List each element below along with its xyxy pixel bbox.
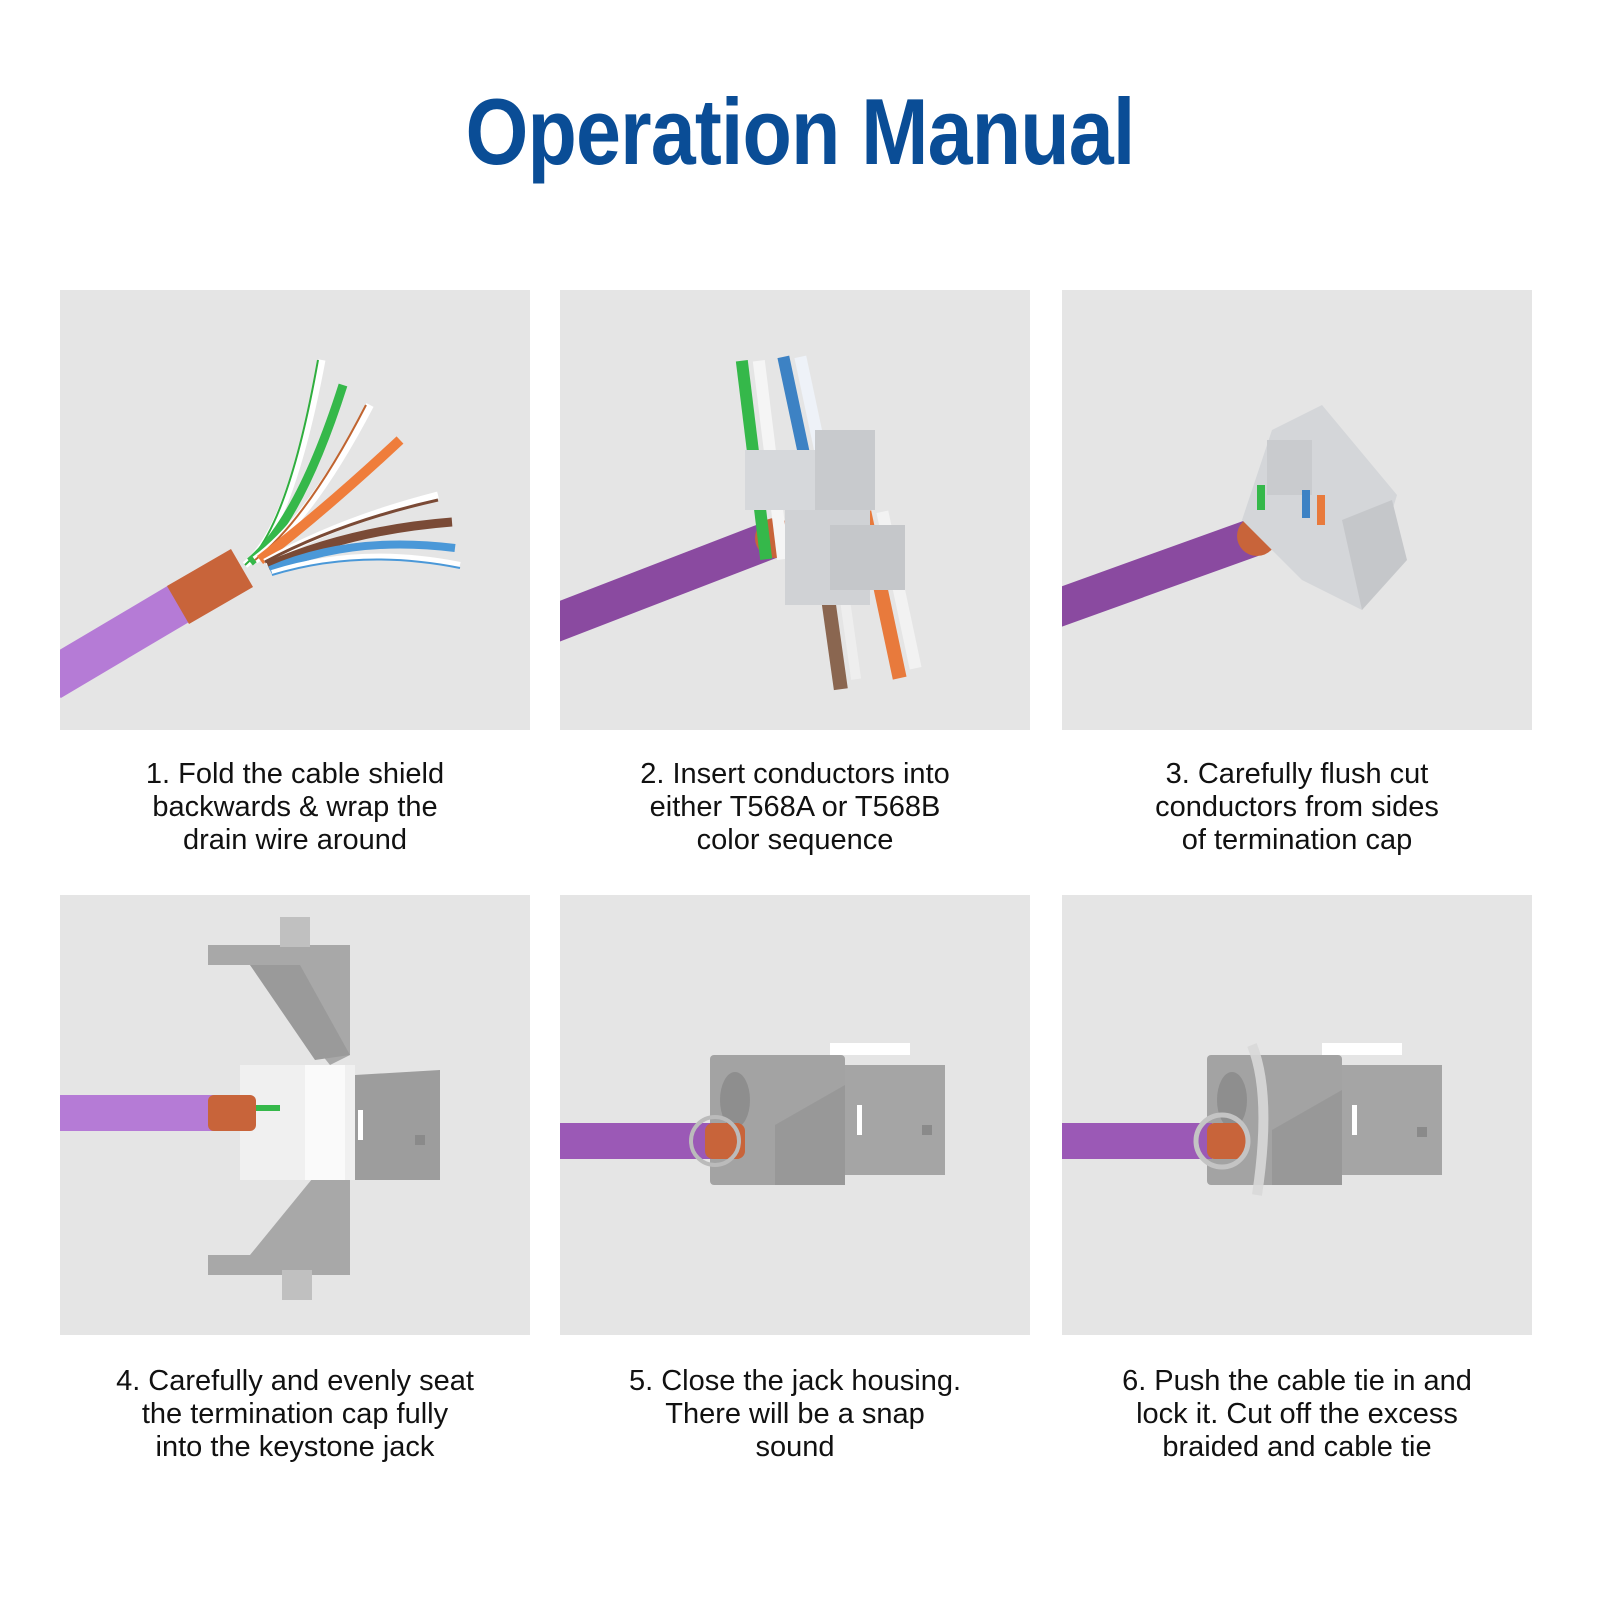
step-2-caption: 2. Insert conductors into either T568A o… — [560, 758, 1030, 857]
closed-jack-illustration — [560, 1043, 945, 1185]
step-6-caption: 6. Push the cable tie in and lock it. Cu… — [1062, 1365, 1532, 1464]
step-6-image — [1062, 895, 1532, 1335]
step-3-caption: 3. Carefully flush cut conductors from s… — [1062, 758, 1532, 857]
cable-tie-jack-illustration — [1062, 1043, 1442, 1196]
step-4-image — [60, 895, 530, 1335]
caption-line: braided and cable tie — [1162, 1431, 1432, 1463]
caption-line: drain wire around — [182, 824, 408, 856]
step-1-image — [60, 290, 530, 730]
caption-line: into the keystone jack — [155, 1431, 435, 1463]
caption-line: 6. Push the cable tie in and — [1122, 1365, 1472, 1397]
flush-cut-cap-illustration — [1062, 405, 1407, 627]
open-keystone-jack-illustration — [60, 917, 440, 1300]
caption-line: 5. Close the jack housing. — [628, 1365, 962, 1397]
caption-line: 1. Fold the cable shield — [145, 758, 445, 790]
caption-line: of termination cap — [1181, 824, 1413, 856]
termination-cap-illustration — [560, 355, 922, 691]
caption-line: sound — [755, 1431, 835, 1463]
caption-line: conductors from sides — [1155, 791, 1439, 823]
step-5-caption: 5. Close the jack housing. There will be… — [560, 1365, 1030, 1464]
step-3-image — [1062, 290, 1532, 730]
step-1-caption: 1. Fold the cable shield backwards & wra… — [60, 758, 530, 857]
caption-line: lock it. Cut off the excess — [1136, 1398, 1458, 1430]
caption-line: either T568A or T568B — [649, 791, 941, 823]
caption-line: backwards & wrap the — [152, 791, 438, 823]
caption-line: 4. Carefully and evenly seat — [116, 1365, 474, 1397]
caption-line: 3. Carefully flush cut — [1165, 758, 1429, 790]
step-5-image — [560, 895, 1030, 1335]
page-title: Operation Manual — [465, 79, 1136, 184]
caption-line: the termination cap fully — [141, 1398, 449, 1430]
caption-line: There will be a snap — [665, 1398, 925, 1430]
step-4-caption: 4. Carefully and evenly seat the termina… — [60, 1365, 530, 1464]
caption-line: 2. Insert conductors into — [640, 758, 950, 790]
caption-line: color sequence — [696, 824, 894, 856]
stripped-cable-illustration — [60, 359, 461, 699]
step-2-image — [560, 290, 1030, 730]
